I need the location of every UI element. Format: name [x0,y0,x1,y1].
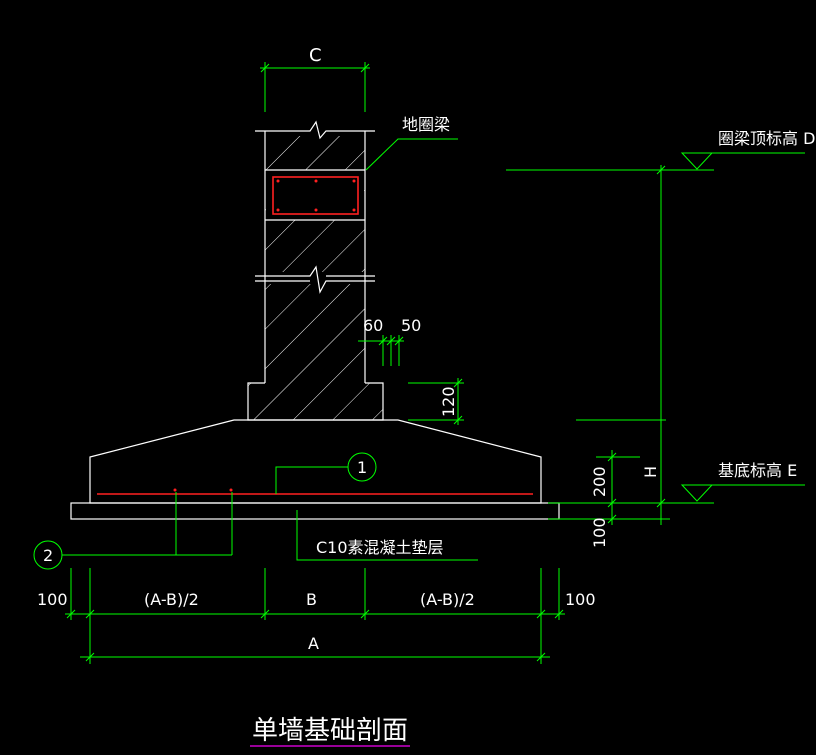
bottom-rebar [97,488,533,495]
dim-100-left-label: 100 [37,590,68,609]
dim-a-label: A [308,634,319,653]
rebar-1-label: 1 [357,458,367,477]
dimensions [33,62,805,664]
dim-100-right-label: 100 [565,590,596,609]
rebar-2-label: 2 [43,546,53,565]
dim-50-label: 50 [401,316,421,335]
dim-100-bottom-label: 100 [590,517,609,548]
wall-hatch [248,122,383,420]
ring-beam-rebar [272,176,359,215]
dim-120-label: 120 [439,386,458,417]
ring-beam-label: 地圈梁 [402,115,450,134]
ring-beam-top-elevation-label: 圈梁顶标高 D [718,129,815,148]
dim-60-label: 60 [363,316,383,335]
dim-ab-right-label: (A-B)/2 [420,590,475,609]
dim-ab-left-label: (A-B)/2 [144,590,199,609]
drawing-title: 单墙基础剖面 [252,716,408,746]
cushion-layer-label: C10素混凝土垫层 [316,538,444,557]
dim-200-label: 200 [590,466,609,497]
dim-b-label: B [306,590,317,609]
dim-h-label: H [641,466,660,478]
dim-c-label: C [309,45,322,66]
base-elevation-label: 基底标高 E [718,461,797,480]
wall-outline [70,120,560,520]
